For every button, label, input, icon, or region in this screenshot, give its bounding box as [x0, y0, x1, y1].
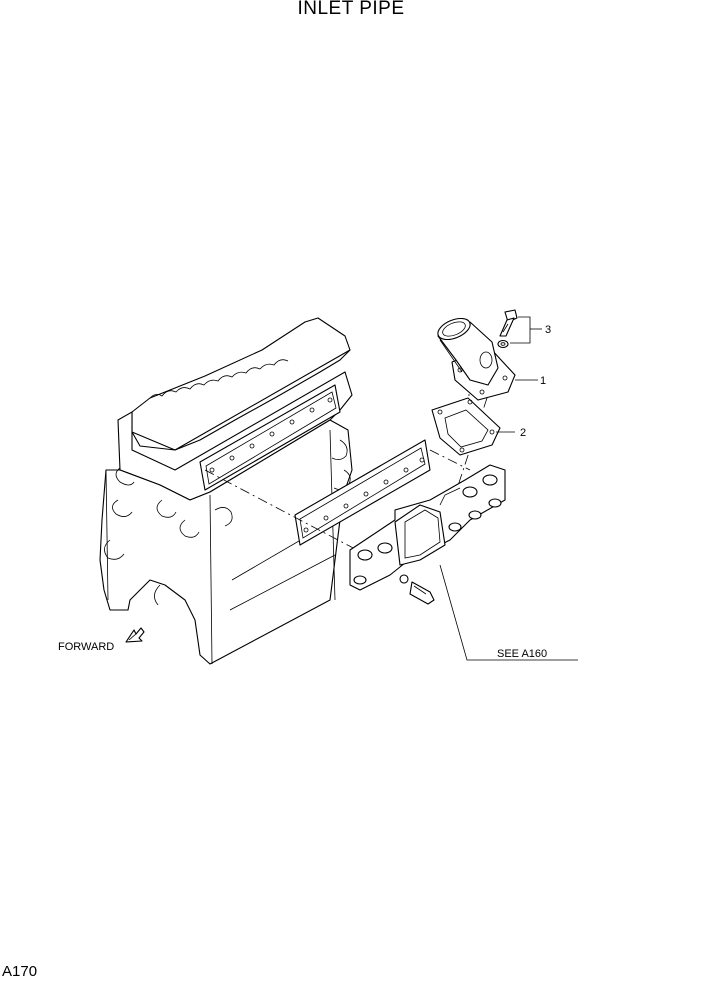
manifold-gasket-upper — [199, 384, 341, 491]
forward-arrow-icon — [125, 627, 145, 643]
callout-2: 2 — [520, 427, 526, 439]
callout-1: 1 — [540, 375, 546, 387]
see-reference-label: SEE A160 — [497, 648, 547, 660]
intake-manifold — [349, 464, 506, 591]
manifold-gasket-lower — [294, 439, 431, 546]
callout-leaders — [439, 316, 578, 661]
page-code: A170 — [2, 963, 38, 980]
engine-block — [99, 317, 353, 665]
inlet-gasket-part-2 — [431, 397, 501, 456]
inlet-pipe-part-1 — [437, 317, 516, 401]
callout-3: 3 — [545, 324, 551, 336]
manifold-bolt — [399, 574, 435, 605]
page-title: INLET PIPE — [297, 0, 405, 19]
forward-label: FORWARD — [58, 641, 114, 653]
bolt-washer-part-3 — [497, 309, 518, 349]
